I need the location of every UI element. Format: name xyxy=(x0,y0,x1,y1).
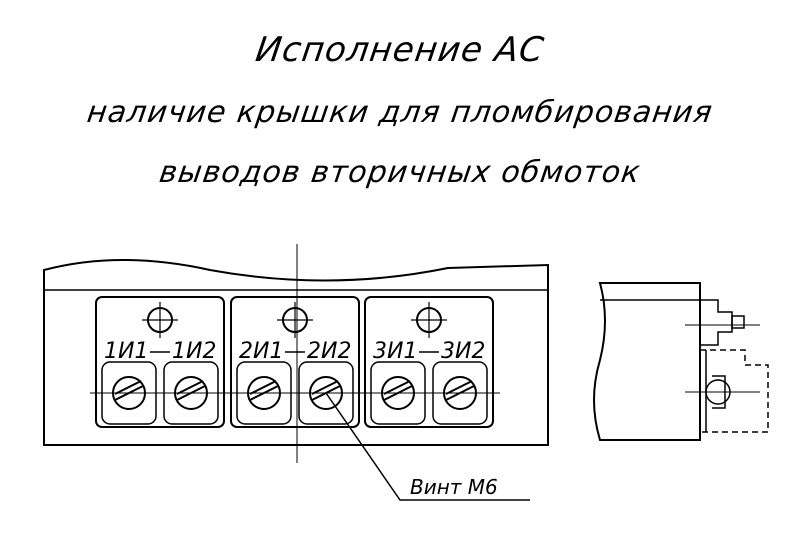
terminal-cover-2 xyxy=(230,296,360,428)
terminal-label-3I1: 3И1 xyxy=(373,339,417,364)
front-view-body xyxy=(43,259,549,446)
callout-label: Винт М6 xyxy=(410,475,498,499)
callout-leader-line xyxy=(325,392,530,501)
seal-screw-3 xyxy=(411,302,447,338)
terminal-screw-2I1 xyxy=(247,376,281,410)
terminal-cover-3 xyxy=(364,296,494,428)
terminal-screw-1I1 xyxy=(112,376,146,410)
side-view-body xyxy=(593,282,701,441)
terminal-label-1I2: 1И2 xyxy=(172,339,216,364)
terminal-label-2I2: 2И2 xyxy=(307,339,351,364)
terminal-screw-1I2 xyxy=(174,376,208,410)
terminal-label-2I1: 2И1 xyxy=(239,339,283,364)
terminal-screw-3I2 xyxy=(443,376,477,410)
terminal-label-3I2: 3И2 xyxy=(441,339,485,364)
terminal-label-1I1: 1И1 xyxy=(104,339,148,364)
terminal-cover-1 xyxy=(95,296,225,428)
seal-screw-1 xyxy=(142,302,178,338)
seal-screw-2 xyxy=(277,302,313,338)
terminal-screw-3I1 xyxy=(381,376,415,410)
